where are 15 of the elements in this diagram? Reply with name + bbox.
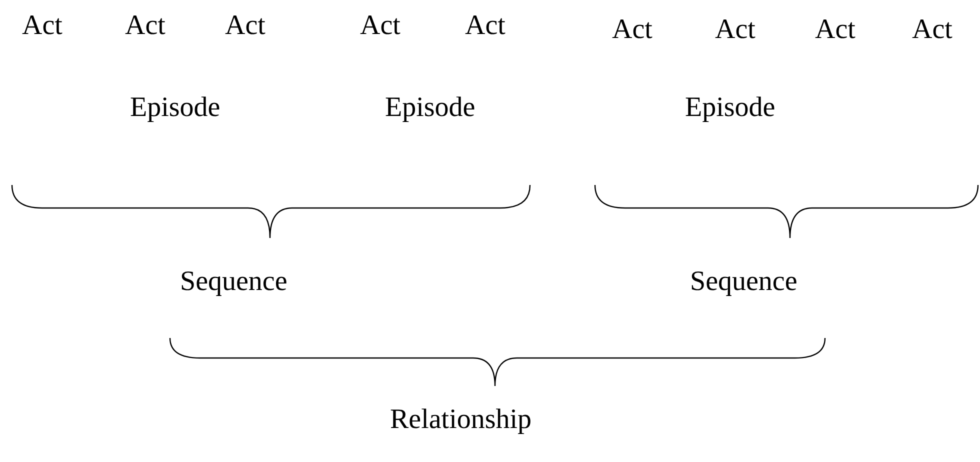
term-label: Act [22, 10, 62, 42]
term-label: Episode [130, 92, 220, 124]
term-label: Episode [385, 92, 476, 124]
term-label: Relationship [390, 404, 532, 436]
term-label: Sequence [690, 266, 798, 298]
term-label: Act [360, 10, 400, 42]
term-label: Act [612, 14, 652, 46]
term-label: Act [912, 14, 952, 46]
term-label: Act [225, 10, 266, 42]
term-label: Act [125, 10, 166, 42]
term-label: Act [465, 10, 506, 42]
term-label: Sequence [180, 266, 288, 298]
term-label: Act [715, 14, 756, 46]
term-label: Episode [685, 92, 776, 124]
term-label: Act [815, 14, 856, 46]
